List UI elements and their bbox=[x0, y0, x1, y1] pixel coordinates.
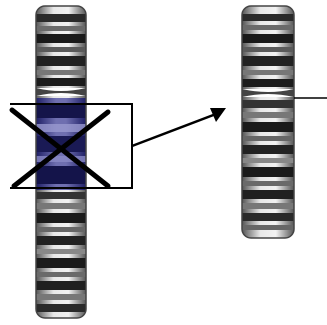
deletion-x-mark-icon bbox=[9, 107, 111, 189]
deleted-chromosome bbox=[241, 5, 295, 239]
deleted-region bbox=[36, 98, 86, 190]
right-arrow-icon bbox=[131, 108, 226, 148]
lower-arm-bands bbox=[36, 192, 86, 312]
upper-arm-bands bbox=[36, 14, 86, 86]
